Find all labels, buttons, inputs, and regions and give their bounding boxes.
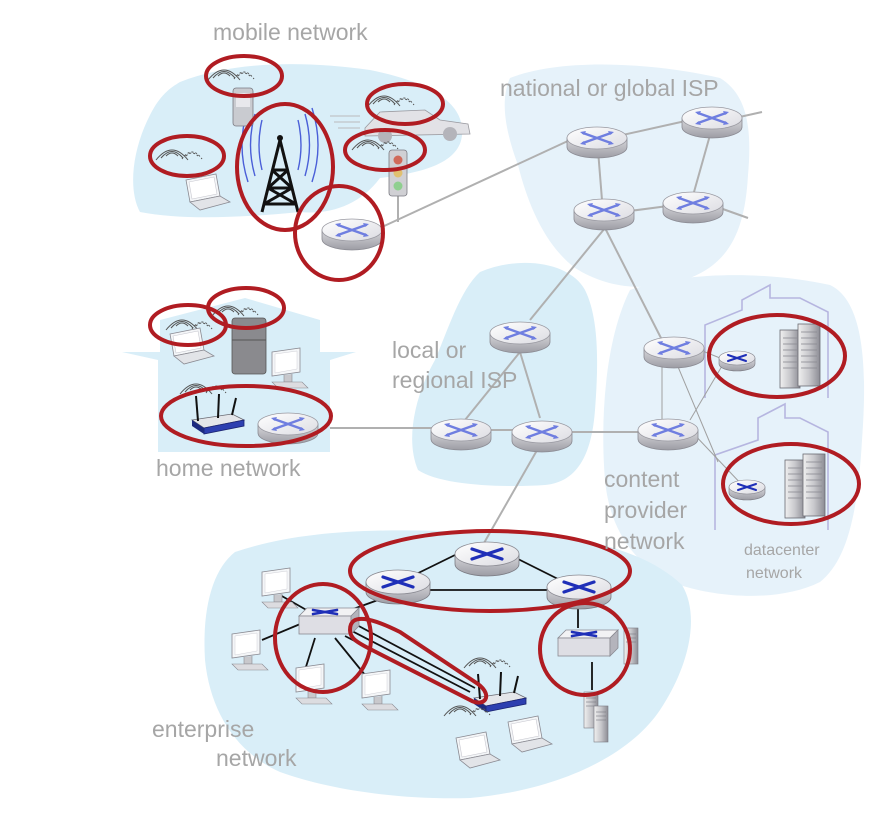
content-provider-label-line1: content	[604, 466, 680, 492]
datacenter-label-line1: datacenter	[744, 542, 820, 559]
home-network-label: home network	[156, 455, 301, 481]
router-icon	[510, 419, 574, 454]
labels: mobile network national or global ISP lo…	[152, 19, 820, 771]
server-rack-icon	[779, 323, 821, 389]
router-icon	[572, 197, 636, 232]
router-icon	[636, 417, 700, 452]
server-icon	[593, 705, 609, 743]
router-icon	[661, 190, 725, 225]
highlight-phone	[204, 54, 284, 98]
highlight-laptop	[148, 134, 226, 178]
router-icon	[429, 417, 493, 452]
server-rack-icon	[784, 453, 826, 519]
highlight-enterprise-switch	[273, 582, 373, 694]
router-icon	[680, 105, 744, 140]
router-icon	[488, 320, 552, 355]
highlight-home-fridge	[206, 286, 286, 330]
traffic-light-icon	[388, 149, 408, 222]
highlight-home-router	[159, 384, 333, 448]
mobile-network-label: mobile network	[213, 19, 368, 45]
enterprise-label-line2: network	[216, 745, 297, 771]
highlight-datacenter-1	[707, 313, 847, 399]
router-icon	[642, 335, 706, 370]
router-icon	[718, 350, 756, 372]
fridge-icon	[231, 317, 267, 375]
network-regions	[122, 64, 865, 799]
highlight-enterprise-core	[348, 529, 632, 613]
highlight-mobile-router	[293, 184, 385, 282]
router-icon	[453, 540, 521, 578]
switch-icon	[556, 628, 620, 658]
router-icon	[256, 411, 320, 446]
datacenter-outline	[704, 283, 829, 530]
highlight-datacenter-2	[721, 442, 861, 526]
national-isp-label: national or global ISP	[500, 75, 719, 101]
highlight-ellipses	[148, 54, 861, 705]
highlight-enterprise-server-switch	[538, 601, 632, 697]
local-isp-label-line1: local or	[392, 337, 466, 363]
router-icon	[565, 125, 629, 160]
content-provider-label-line3: network	[604, 528, 685, 554]
highlight-traffic-light	[343, 128, 427, 172]
router-icon	[320, 217, 384, 252]
highlight-tower	[235, 102, 335, 232]
router-icon	[728, 479, 766, 501]
highlight-car	[365, 82, 445, 126]
datacenter-label-line2: network	[746, 565, 803, 582]
router-icon	[364, 568, 432, 606]
content-provider-label-line2: provider	[604, 497, 687, 523]
mobile-network-region	[133, 64, 463, 218]
local-isp-label-line2: regional ISP	[392, 367, 517, 393]
enterprise-label-line1: enterprise	[152, 716, 254, 742]
highlight-enterprise-link	[347, 616, 489, 705]
